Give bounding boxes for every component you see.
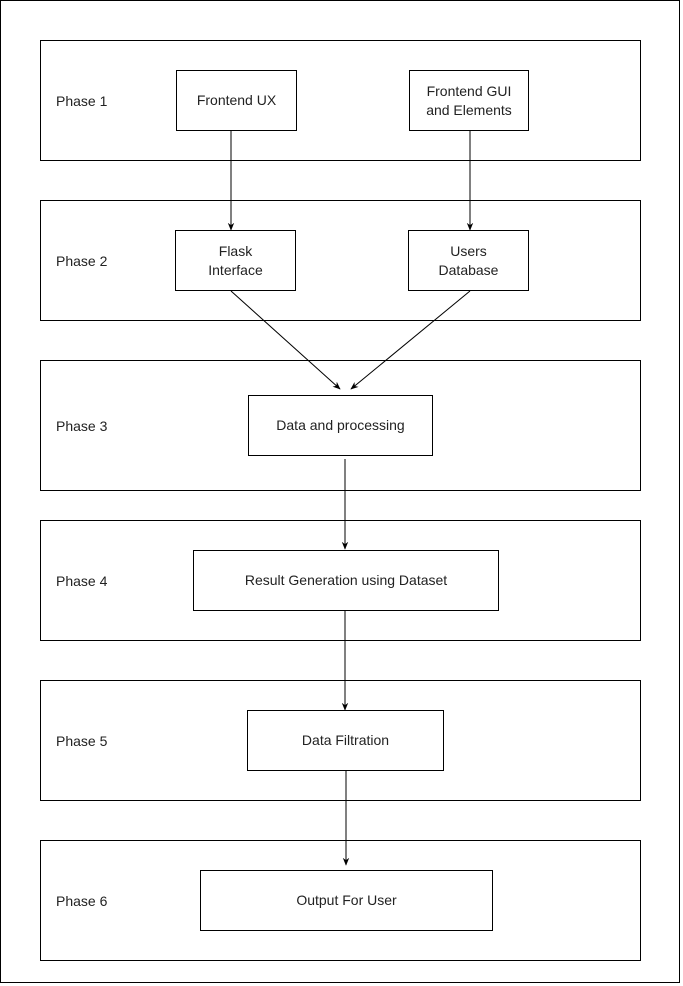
- phase-5-label: Phase 5: [56, 733, 108, 749]
- phase-4-label: Phase 4: [56, 573, 108, 589]
- node-flask-interface: Flask Interface: [175, 230, 296, 291]
- node-frontend-ux: Frontend UX: [176, 70, 297, 131]
- node-output-for-user: Output For User: [200, 870, 493, 931]
- node-data-filtration: Data Filtration: [247, 710, 444, 771]
- phase-6-label: Phase 6: [56, 893, 108, 909]
- node-frontend-gui: Frontend GUI and Elements: [409, 70, 529, 131]
- phase-1-label: Phase 1: [56, 93, 108, 109]
- node-result-generation: Result Generation using Dataset: [193, 550, 499, 611]
- node-users-database: Users Database: [408, 230, 529, 291]
- phase-2-lane: Phase 2: [40, 200, 641, 321]
- phase-3-label: Phase 3: [56, 418, 108, 434]
- phase-1-lane: Phase 1: [40, 40, 641, 161]
- phase-2-label: Phase 2: [56, 253, 108, 269]
- node-data-processing: Data and processing: [248, 395, 433, 456]
